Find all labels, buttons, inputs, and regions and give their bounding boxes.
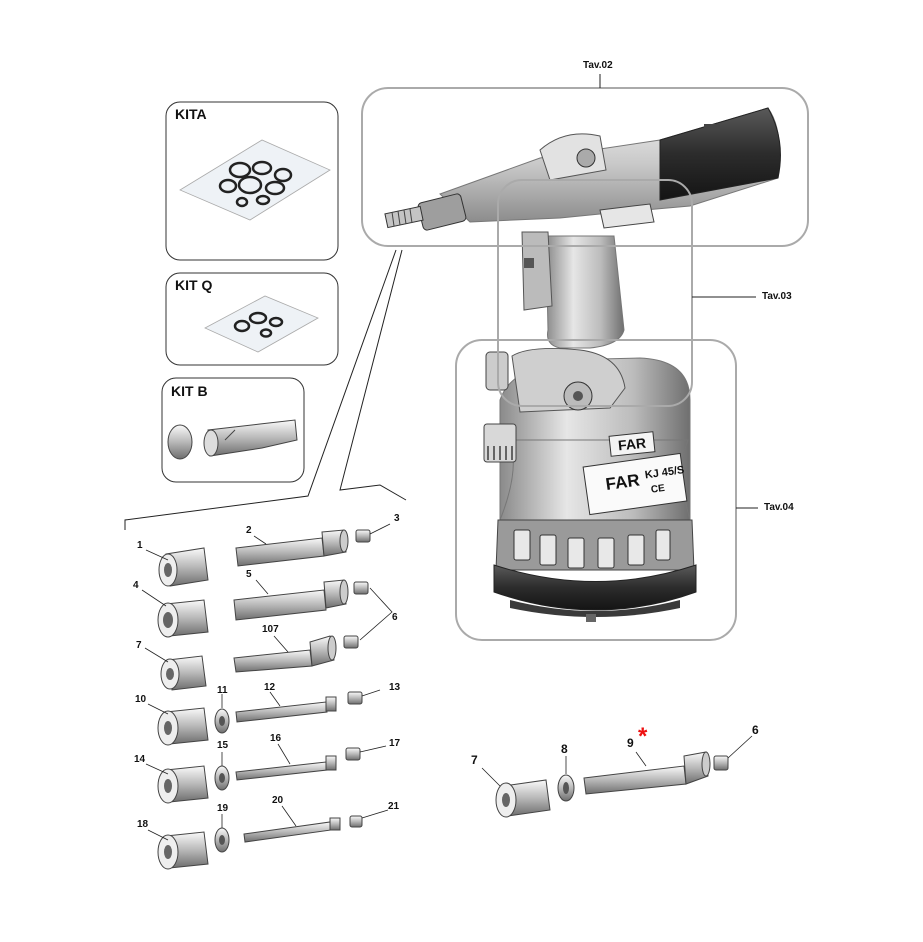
nosepiece-7-right	[495, 779, 551, 818]
kit-a-title: KITA	[175, 106, 207, 122]
callout-leaders	[599, 74, 758, 509]
part-number-14: 14	[134, 754, 146, 765]
callout-tav02: Tav.02	[583, 60, 613, 71]
rivet-tool: FAR FAR KJ 45/S CE	[384, 107, 781, 622]
part-number-19: 19	[217, 803, 229, 814]
part-number-3: 3	[394, 513, 400, 524]
nameplate-brand: FAR	[604, 470, 640, 494]
part-number-1: 1	[137, 540, 143, 551]
part-number-12: 12	[264, 682, 276, 693]
kit-b-title: KIT B	[171, 383, 208, 399]
bolt-5	[233, 579, 349, 621]
nosepiece-18	[157, 831, 209, 870]
part-number-6: 6	[392, 612, 398, 623]
rod-20	[243, 817, 341, 843]
callout-tav03: Tav.03	[762, 291, 792, 302]
part-number-11: 11	[217, 685, 228, 696]
part-number-2: 2	[246, 525, 252, 536]
kit-q-title: KIT Q	[175, 277, 213, 293]
part-number-8-right: 8	[561, 742, 568, 756]
tav04-frame	[455, 339, 737, 641]
leader-lines	[124, 249, 407, 530]
part-number-16: 16	[270, 733, 282, 744]
kit-b-panel	[161, 377, 305, 483]
nameplate-model: KJ 45/S	[644, 464, 685, 481]
part-leaders-left	[141, 523, 393, 841]
nosepiece-1	[158, 547, 209, 587]
part-number-18: 18	[137, 819, 149, 830]
tav03-frame	[497, 179, 693, 407]
tav02-frame	[361, 87, 809, 247]
parts-right	[481, 735, 753, 818]
bolt-107	[233, 635, 337, 673]
rod-16	[235, 755, 337, 781]
parts-left	[141, 523, 393, 870]
part-number-21: 21	[388, 801, 400, 812]
part-number-9-right: 9	[627, 736, 634, 750]
nosepiece-7	[160, 655, 207, 691]
nosepiece-10	[157, 707, 209, 746]
kit-a-panel	[165, 101, 339, 261]
bolt-2	[235, 529, 349, 567]
part-number-15: 15	[217, 740, 229, 751]
rod-12	[235, 696, 337, 723]
part-number-6-right: 6	[752, 723, 759, 737]
part-number-10: 10	[135, 694, 147, 705]
callout-tav04: Tav.04	[764, 502, 794, 513]
bolt-9	[583, 751, 711, 795]
nosepiece-14	[157, 765, 209, 804]
part-number-20: 20	[272, 795, 284, 806]
kit-q-panel	[165, 272, 339, 366]
part-number-107: 107	[262, 624, 279, 635]
critical-part-marker: *	[638, 723, 648, 750]
part-number-5: 5	[246, 569, 252, 580]
part-number-17: 17	[389, 738, 401, 749]
nuts-left	[343, 529, 371, 828]
callout-frames	[361, 87, 809, 641]
nosepiece-4	[157, 599, 209, 638]
nameplate-ce: CE	[650, 483, 666, 496]
part-number-7-right: 7	[471, 753, 478, 767]
nut-6-right	[713, 755, 729, 771]
part-number-7: 7	[136, 640, 142, 651]
brand-badge-text: FAR	[617, 435, 647, 454]
part-number-13: 13	[389, 682, 401, 693]
part-number-4: 4	[133, 580, 139, 591]
